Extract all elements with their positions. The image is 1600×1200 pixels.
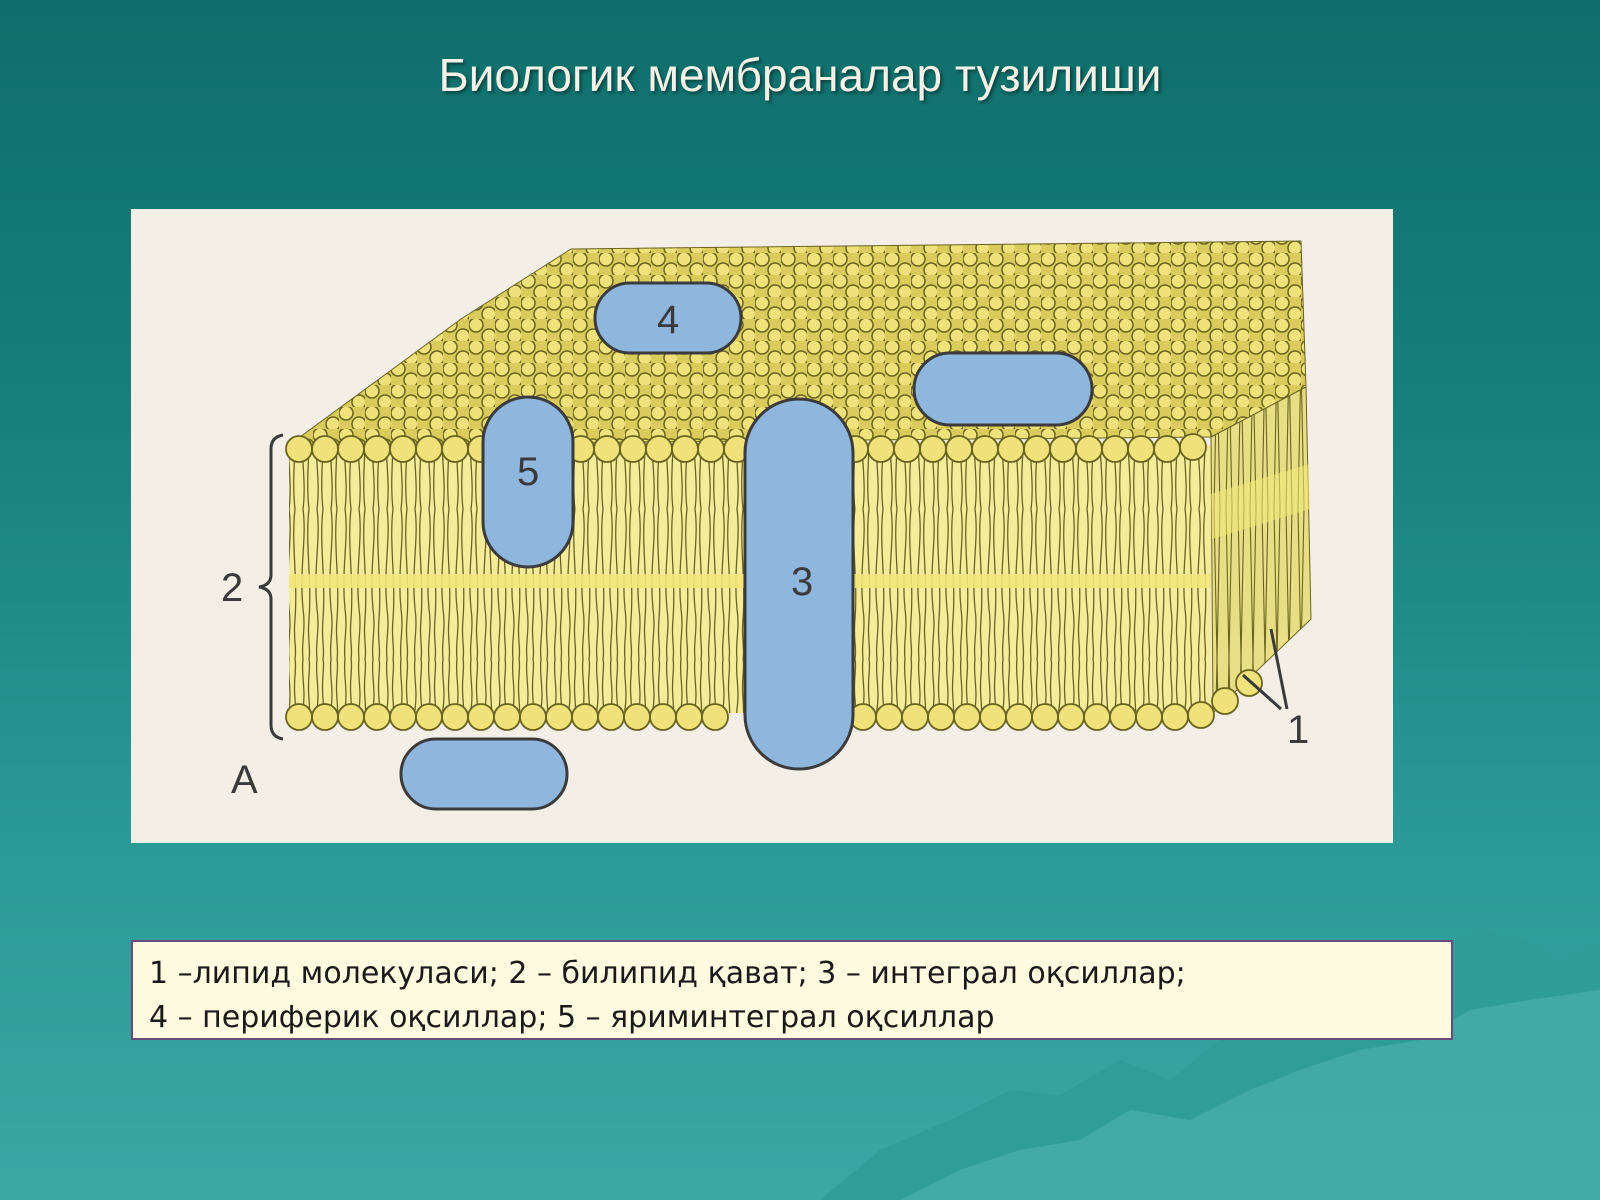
label-1: 1 xyxy=(1287,708,1309,752)
label-a: A xyxy=(231,758,258,802)
label-2: 2 xyxy=(221,566,243,610)
legend-line-1: 1 –липид молекуласи; 2 – билипид қават; … xyxy=(149,956,1186,991)
legend-box: 1 –липид молекуласи; 2 – билипид қават; … xyxy=(131,940,1453,1040)
integral-protein xyxy=(743,397,855,771)
bilayer-bracket xyxy=(258,433,284,741)
membrane-diagram: 1 2 3 4 5 A xyxy=(221,240,1312,811)
label-5: 5 xyxy=(517,450,539,494)
label-4: 4 xyxy=(657,298,679,342)
slide-title: Биологик мембраналар тузилиши xyxy=(438,49,1162,101)
label-3: 3 xyxy=(791,560,813,604)
semi-integral-protein xyxy=(481,395,575,569)
peripheral-protein-top xyxy=(593,281,743,355)
membrane-side-face xyxy=(1210,386,1312,715)
peripheral-protein-bottom xyxy=(399,737,569,811)
legend-line-2: 4 – периферик оқсиллар; 5 – яриминтеграл… xyxy=(149,1000,995,1035)
lipid-pointer-lines xyxy=(1241,628,1289,711)
protein-top-right xyxy=(912,351,1094,427)
membrane-diagram-panel: 1 2 3 4 5 A xyxy=(131,209,1393,843)
